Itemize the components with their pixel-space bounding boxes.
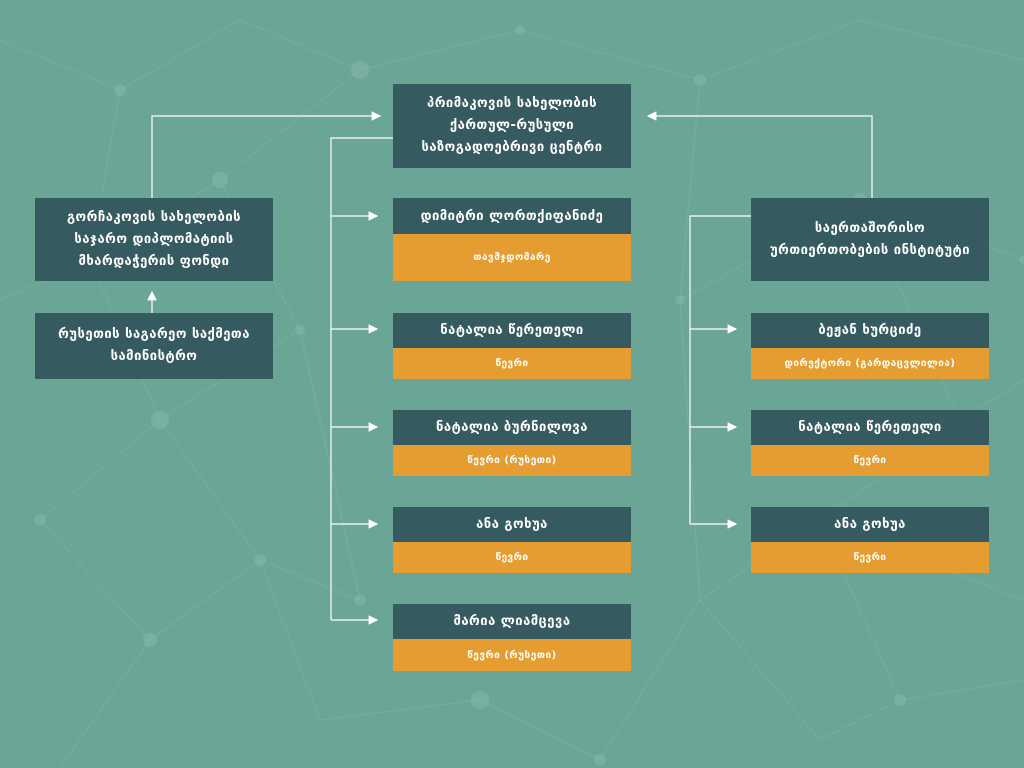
- member-name: დიმიტრი ლორთქიფანიძე: [393, 198, 631, 234]
- member-name: მარია ლიამცევა: [393, 604, 631, 639]
- center-title: პრიმაკოვის სახელობის ქართულ-რუსული საზოგ…: [421, 96, 603, 155]
- member-role: თავმჯდომარე: [393, 234, 631, 281]
- ministry-box: რუსეთის საგარეო საქმეთა სამინისტრო: [35, 313, 273, 379]
- member-role: წევრი: [751, 542, 989, 573]
- member-role: წევრი (რუსეთი): [393, 639, 631, 671]
- fund-box: გორჩაკოვის სახელობის საჯარო დიპლომატიის …: [35, 198, 273, 281]
- fund-title: გორჩაკოვის სახელობის საჯარო დიპლომატიის …: [66, 209, 242, 269]
- institute-box: საერთაშორისო ურთიერთობების ინსტიტუტი: [751, 198, 989, 281]
- member-name: ბეჟან ხურციძე: [751, 313, 989, 348]
- ministry-title: რუსეთის საგარეო საქმეთა სამინისტრო: [58, 327, 250, 364]
- member-role: წევრი: [393, 542, 631, 573]
- member-role: წევრი (რუსეთი): [393, 445, 631, 476]
- member-name: ანა გოხუა: [751, 507, 989, 542]
- member-role: წევრი: [393, 348, 631, 379]
- member-role: დირექტორი (გარდაცვლილია): [751, 348, 989, 379]
- member-name: ნატალია წერეთელი: [751, 410, 989, 445]
- member-name: ნატალია ბურნილოვა: [393, 410, 631, 445]
- member-name: ანა გოხუა: [393, 507, 631, 542]
- member-role: წევრი: [751, 445, 989, 476]
- institute-title: საერთაშორისო ურთიერთობების ინსტიტუტი: [769, 220, 971, 258]
- center-box: პრიმაკოვის სახელობის ქართულ-რუსული საზოგ…: [393, 84, 631, 168]
- member-name: ნატალია წერეთელი: [393, 313, 631, 348]
